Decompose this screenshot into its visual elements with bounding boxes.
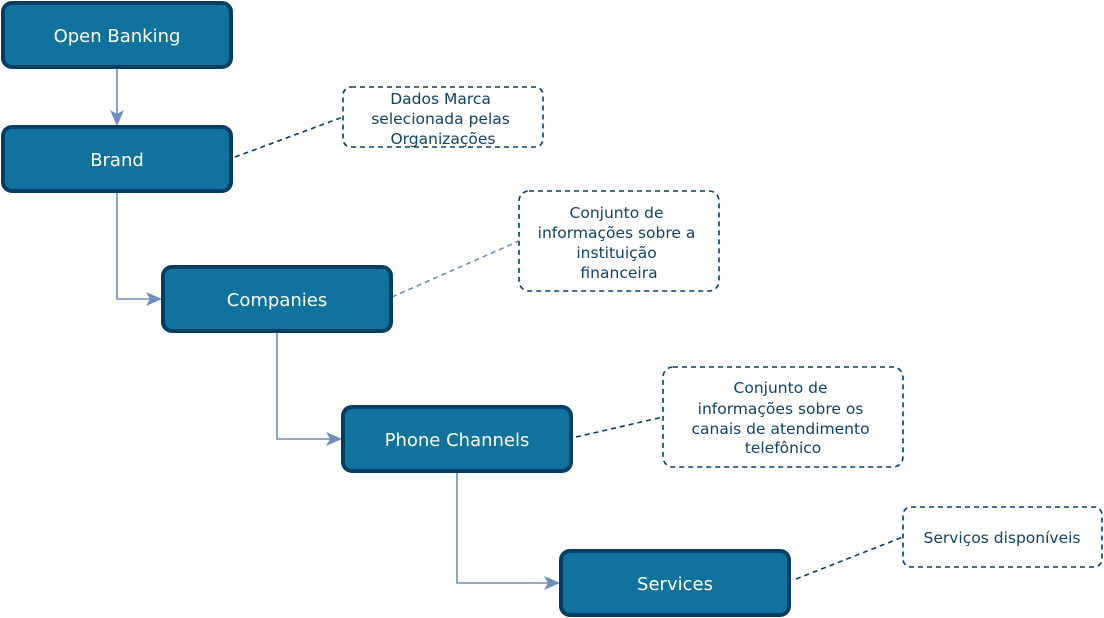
arrowhead-icon	[110, 110, 124, 126]
node-open-banking[interactable]: Open Banking	[1, 1, 233, 69]
node-phone-channels[interactable]: Phone Channels	[341, 405, 573, 473]
link-brand-note[interactable]	[234, 116, 344, 158]
note-line: informações sobre a	[538, 224, 696, 242]
node-label: Open Banking	[54, 26, 181, 47]
note-line: Conjunto de	[734, 379, 828, 397]
node-services[interactable]: Services	[559, 549, 791, 617]
note-line: selecionada pelas	[371, 110, 510, 128]
arrowhead-icon	[326, 432, 342, 446]
note-companies[interactable]: Conjunto de informações sobre a institui…	[518, 190, 720, 292]
note-line: telefônico	[745, 439, 822, 457]
note-line: Dados Marca	[390, 90, 491, 108]
note-text: Conjunto de informações sobre os canais …	[692, 379, 875, 457]
edge-phone-channels-to-services[interactable]	[456, 472, 552, 584]
note-links	[234, 116, 904, 580]
note-services[interactable]: Serviços disponíveis	[902, 506, 1103, 568]
note-line: Serviços disponíveis	[924, 529, 1081, 547]
note-text: Dados Marca selecionada pelas Organizaçõ…	[371, 90, 515, 148]
node-companies[interactable]: Companies	[161, 265, 393, 333]
note-line: Organizações	[390, 130, 495, 148]
node-label: Brand	[90, 150, 144, 171]
edge-brand-to-companies[interactable]	[116, 192, 154, 300]
note-text: Serviços disponíveis	[924, 529, 1081, 547]
note-line: financeira	[580, 264, 657, 282]
note-line: canais de atendimento	[692, 420, 870, 438]
note-line: Conjunto de	[570, 204, 664, 222]
note-brand[interactable]: Dados Marca selecionada pelas Organizaçõ…	[342, 86, 544, 148]
link-services-note[interactable]	[795, 536, 904, 580]
node-label: Companies	[227, 290, 327, 311]
node-label: Services	[637, 574, 713, 595]
note-line: informações sobre os	[698, 400, 864, 418]
arrowhead-icon	[146, 292, 162, 306]
node-label: Phone Channels	[385, 430, 530, 451]
note-line: instituição	[576, 244, 656, 262]
edge-companies-to-phone-channels[interactable]	[276, 332, 334, 440]
note-phone-channels[interactable]: Conjunto de informações sobre os canais …	[662, 366, 904, 468]
arrowhead-icon	[544, 576, 560, 590]
note-text: Conjunto de informações sobre a institui…	[538, 204, 701, 282]
link-phone-channels-note[interactable]	[575, 416, 664, 438]
edges	[110, 68, 560, 590]
node-brand[interactable]: Brand	[1, 125, 233, 193]
link-companies-note[interactable]	[391, 240, 520, 298]
